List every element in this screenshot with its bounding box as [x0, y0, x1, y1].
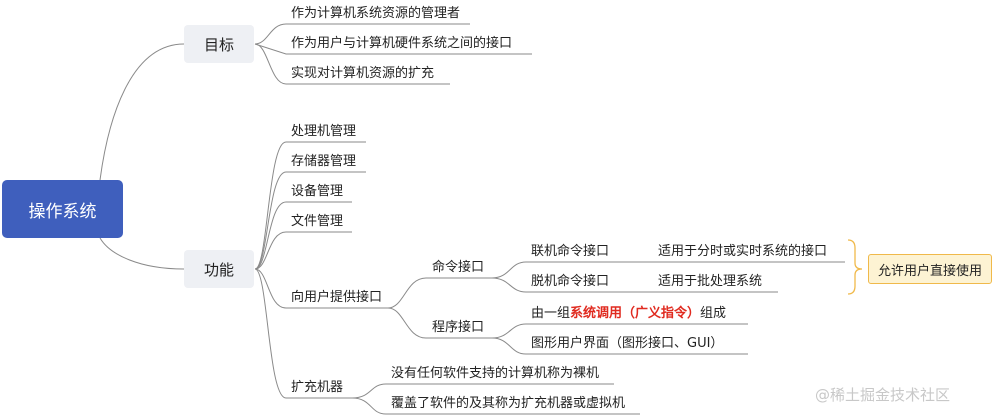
- function-item: 存储器管理: [291, 154, 357, 169]
- function-item: 处理机管理: [291, 124, 357, 139]
- watermark: @稀土掘金技术社区: [815, 386, 951, 404]
- system-call-prefix: 由一组: [531, 306, 571, 321]
- system-call-node: 由一组系统调用（广义指令）组成: [531, 306, 726, 322]
- system-call-highlight: 系统调用（广义指令）: [570, 306, 701, 321]
- expand-machine-node: 扩充机器: [291, 380, 344, 395]
- goals-node: 目标: [184, 25, 254, 63]
- goal-item: 作为计算机系统资源的管理者: [291, 6, 461, 21]
- root-node: 操作系统: [2, 180, 123, 238]
- command-interface-node: 命令接口: [432, 260, 485, 275]
- virtual-machine-item: 覆盖了软件的及其称为扩充机器或虚拟机: [391, 396, 626, 411]
- goal-item: 实现对计算机资源的扩充: [291, 66, 435, 81]
- online-command-note: 适用于分时或实时系统的接口: [658, 244, 828, 259]
- bare-machine-item: 没有任何软件支持的计算机称为裸机: [391, 366, 600, 381]
- root-label: 操作系统: [28, 201, 97, 222]
- goals-label: 目标: [203, 35, 234, 54]
- user-interface-node: 向用户提供接口: [291, 290, 383, 305]
- function-item: 设备管理: [291, 184, 344, 199]
- functions-label: 功能: [203, 260, 234, 279]
- gui-node: 图形用户界面（图形接口、GUI）: [531, 336, 724, 351]
- function-item: 文件管理: [291, 214, 344, 229]
- program-interface-node: 程序接口: [432, 320, 485, 335]
- goal-item: 作为用户与计算机硬件系统之间的接口: [291, 36, 513, 51]
- callout-label: 允许用户直接使用: [877, 263, 982, 279]
- offline-command-note: 适用于批处理系统: [658, 274, 763, 289]
- offline-command-node: 脱机命令接口: [531, 274, 610, 289]
- system-call-suffix: 组成: [700, 306, 727, 321]
- functions-node: 功能: [184, 250, 254, 288]
- online-command-node: 联机命令接口: [531, 244, 610, 259]
- direct-use-callout: 允许用户直接使用: [868, 254, 992, 284]
